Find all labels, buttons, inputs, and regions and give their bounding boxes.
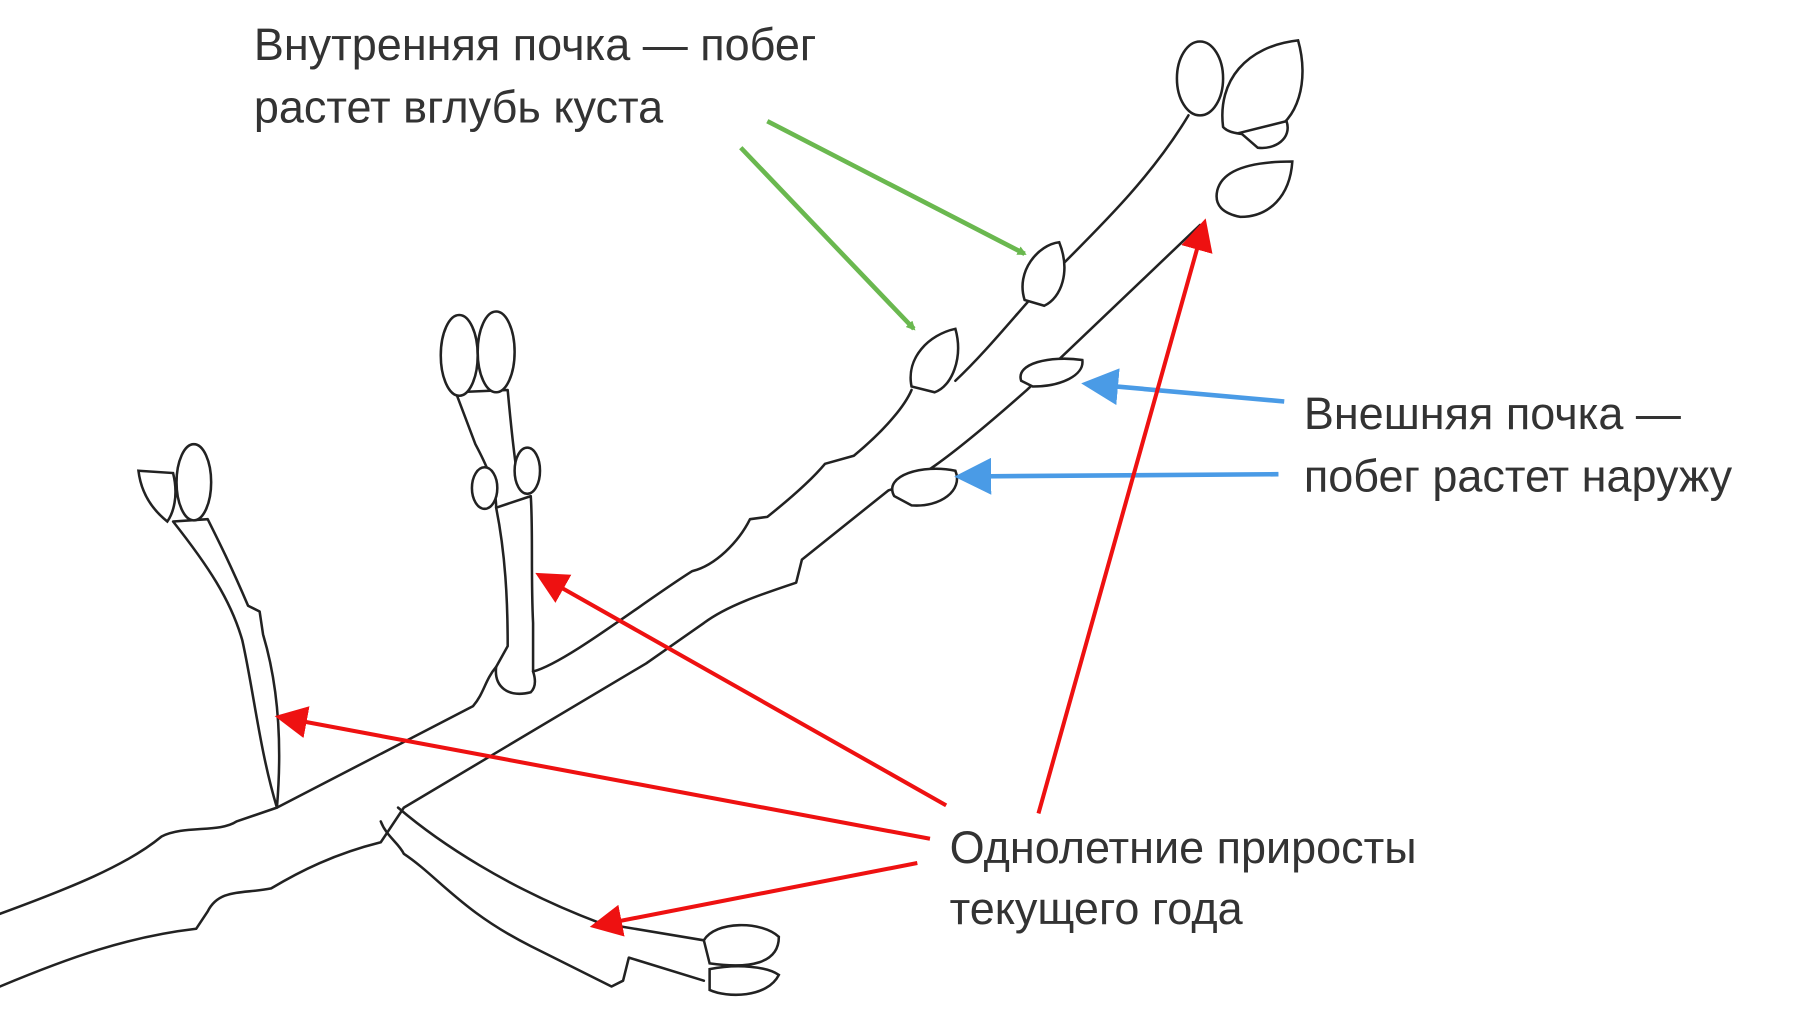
- left-bud-1: [137, 469, 177, 524]
- growth-arrows: [274, 218, 1213, 937]
- outer-arrow-2: [954, 457, 1279, 495]
- outer-bud-1: [1019, 357, 1084, 388]
- left-bud-2: [175, 442, 213, 522]
- outer-bud-label: Внешняя почка — побег растет наружу: [1304, 388, 1733, 501]
- inner-arrow-2: [739, 146, 916, 331]
- growth-arrow-middle: [535, 572, 948, 808]
- inner-arrow-1: [766, 119, 1027, 256]
- inner-bud-label-line2: растет вглубь куста: [254, 81, 664, 132]
- main-branch-upper-3: [954, 114, 1190, 383]
- bud-top-1: [1175, 40, 1225, 117]
- buds: [137, 39, 1304, 997]
- outer-bud-2: [891, 467, 959, 507]
- lower-shoot: [379, 806, 706, 988]
- middle-bud-2: [476, 310, 516, 394]
- left-shoot: [171, 517, 281, 809]
- bud-top-4: [1215, 160, 1294, 219]
- outer-arrow-1: [1081, 368, 1285, 406]
- annual-growth-label: Однолетние приросты текущего года: [950, 822, 1429, 934]
- growth-arrow-top: [1036, 218, 1213, 814]
- inner-bud-1: [1021, 240, 1066, 308]
- annual-growth-label-line2: текущего года: [950, 883, 1244, 934]
- bud-top-3: [1237, 119, 1289, 150]
- middle-bud-1: [439, 313, 479, 398]
- lower-bud-2: [708, 965, 781, 997]
- main-branch-upper: [0, 665, 498, 916]
- main-branch-upper-2: [531, 388, 913, 673]
- inner-bud-label-line1: Внутренняя почка — побег: [254, 19, 816, 70]
- inner-bud-2: [909, 327, 960, 394]
- middle-shoot: [494, 494, 537, 695]
- outer-bud-label-line2: побег растет наружу: [1304, 451, 1733, 502]
- middle-bud-4: [513, 446, 542, 496]
- outer-bud-arrows: [954, 368, 1285, 495]
- bud-top-2: [1221, 39, 1304, 136]
- inner-bud-arrows: [739, 119, 1027, 331]
- lower-bud-1: [702, 923, 781, 967]
- growth-arrow-lower: [589, 861, 918, 937]
- middle-bud-3: [470, 466, 499, 511]
- outer-bud-label-line1: Внешняя почка —: [1304, 388, 1681, 439]
- annual-growth-label-line1: Однолетние приросты: [950, 822, 1417, 873]
- growth-arrow-left: [274, 706, 931, 841]
- inner-bud-label: Внутренняя почка — побег растет вглубь к…: [254, 19, 829, 132]
